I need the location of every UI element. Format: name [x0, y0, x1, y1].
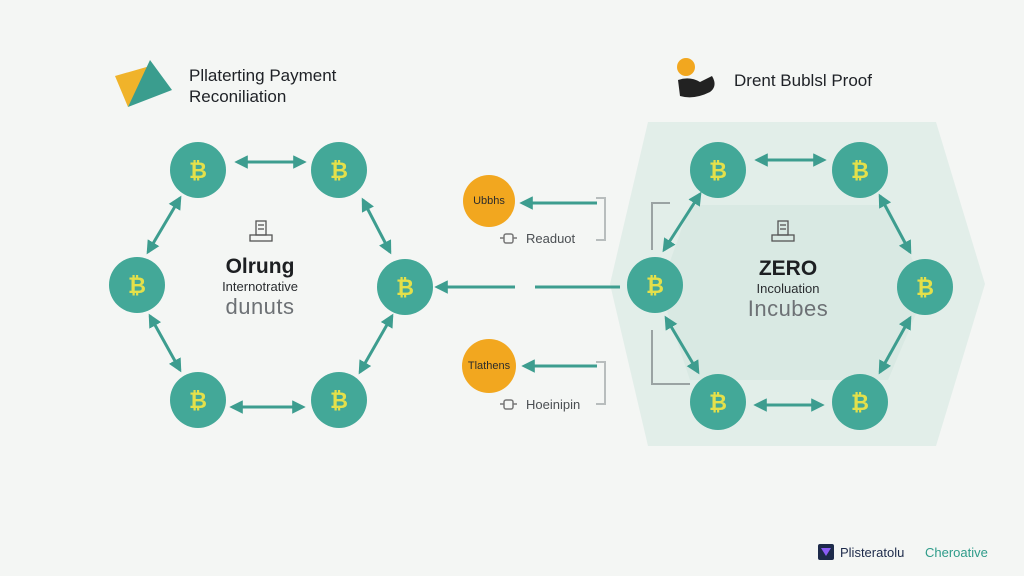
bitcoin-icon: ₿: [330, 389, 348, 414]
plug-icon: [500, 233, 517, 244]
server-icon: [249, 220, 273, 242]
right-bitcoin-node-6: ₿: [832, 374, 888, 430]
bitcoin-icon: ₿: [189, 159, 207, 184]
left-hex-caption: dunuts: [225, 294, 295, 319]
right-bitcoin-node-2: ₿: [832, 142, 888, 198]
footer-brand-primary: Plisteratolu: [840, 545, 905, 560]
bottom-orange-bubble: [462, 339, 516, 393]
bitcoin-icon: ₿: [851, 391, 869, 416]
bitcoin-icon: ₿: [709, 391, 727, 416]
left-header-title: Pllaterting Payment Reconiliation: [189, 65, 336, 107]
left-hex-subtitle: Internotrative: [222, 279, 298, 294]
bitcoin-icon: ₿: [396, 276, 414, 301]
left-bitcoin-node-3: ₿: [109, 257, 165, 313]
left-bitcoin-node-5: ₿: [170, 372, 226, 428]
left-bitcoin-node-4: ₿: [377, 259, 433, 315]
proof-logo-icon: [677, 58, 715, 98]
bitcoin-icon: ₿: [646, 274, 664, 299]
payment-logo-icon: [115, 60, 172, 107]
middle-arrows: [519, 196, 597, 373]
footer-brand-secondary: Cheroative: [925, 545, 988, 560]
top-orange-bubble: [463, 175, 515, 227]
left-hex-arrows: [146, 155, 394, 414]
hoeinipin-label: Hoeinipin: [526, 397, 581, 412]
bitcoin-icon: ₿: [709, 159, 727, 184]
right-header-title: Drent Bublsl Proof: [734, 71, 872, 90]
right-hex-subtitle: Incoluation: [756, 281, 820, 296]
bottom-bubble-label: Tlathens: [467, 360, 511, 372]
left-hex-center: Olrung Internotrative dunuts: [190, 255, 330, 320]
bitcoin-icon: ₿: [851, 159, 869, 184]
right-hex-title: ZERO: [758, 257, 818, 280]
readout-label: Readuot: [526, 231, 576, 246]
bitcoin-nodes: ₿ ₿ ₿ ₿ ₿ ₿ ₿ ₿ ₿ ₿ ₿ ₿: [109, 142, 953, 430]
left-bitcoin-node-6: ₿: [311, 372, 367, 428]
middle-brackets: [596, 197, 606, 405]
bitcoin-icon: ₿: [128, 274, 146, 299]
left-header-title-line1: Pllaterting Payment: [189, 66, 337, 85]
right-hex-inner-panel: [660, 205, 926, 380]
top-bubble-label: Ubbhs: [473, 195, 505, 207]
right-bitcoin-node-3: ₿: [627, 257, 683, 313]
right-panel-brackets: [651, 202, 690, 385]
right-hex-caption: Incubes: [747, 296, 829, 321]
plug-icon-2: [500, 399, 517, 410]
left-bitcoin-node-2: ₿: [311, 142, 367, 198]
footer-logo-icon: [818, 544, 834, 560]
right-bitcoin-node-5: ₿: [690, 374, 746, 430]
left-header-title-line2: Reconiliation: [189, 87, 287, 106]
right-bitcoin-node-1: ₿: [690, 142, 746, 198]
left-bitcoin-node-1: ₿: [170, 142, 226, 198]
bitcoin-icon: ₿: [916, 276, 934, 301]
bitcoin-icon: ₿: [189, 389, 207, 414]
server-icon-right: [771, 220, 795, 242]
right-hex-center: ZERO Incoluation Incubes: [718, 257, 858, 322]
right-bitcoin-node-4: ₿: [897, 259, 953, 315]
bitcoin-icon: ₿: [330, 159, 348, 184]
left-hex-title: Olrung: [225, 255, 295, 278]
right-hex-arrows: [662, 153, 912, 412]
